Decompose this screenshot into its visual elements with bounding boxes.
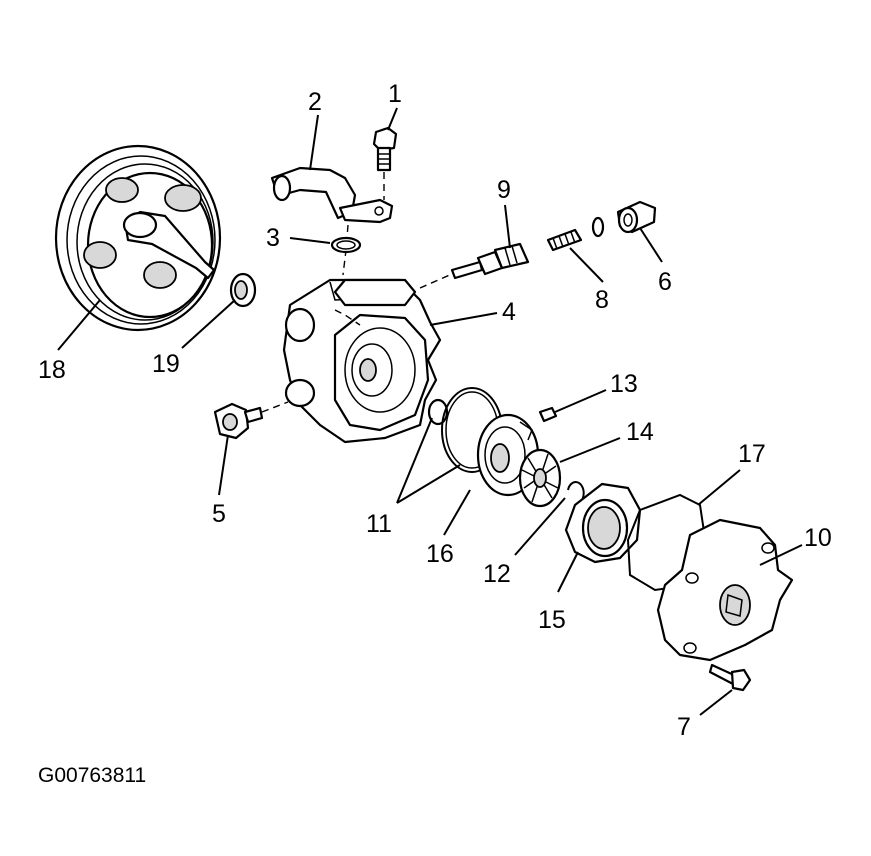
leader-16: [443, 489, 471, 536]
part-8-spring: [546, 216, 605, 252]
leader-18: [57, 299, 101, 351]
callout-6: 6: [658, 268, 672, 296]
part-4-pump-body: [282, 278, 442, 444]
callout-14: 14: [626, 418, 654, 446]
leader-15: [557, 551, 579, 593]
callout-19: 19: [152, 350, 180, 378]
part-7-bolt: [708, 663, 752, 692]
part-6-plug: [616, 200, 657, 234]
part-19-oil-seal: [229, 272, 257, 308]
callout-5: 5: [212, 500, 226, 528]
callout-16: 16: [426, 540, 454, 568]
callout-13: 13: [610, 370, 638, 398]
part-1-bolt: [372, 126, 398, 200]
leader-8: [569, 247, 604, 283]
callout-17: 17: [738, 440, 766, 468]
part-18-pulley: [54, 144, 222, 332]
part-5-pressure-switch: [213, 401, 289, 440]
figure-code: G00763811: [38, 764, 146, 787]
leader-10: [759, 544, 803, 566]
part-9-valve: [419, 242, 530, 289]
part-2-suction-pipe: [270, 166, 394, 276]
callout-8: 8: [595, 286, 609, 314]
part-14-rotor: [518, 448, 562, 508]
leader-14: [559, 437, 621, 463]
callout-11: 11: [366, 510, 392, 538]
callout-3: 3: [266, 224, 280, 252]
callout-2: 2: [308, 88, 322, 116]
callout-12: 12: [483, 560, 511, 588]
part-11-o-rings: [427, 387, 503, 473]
callout-18: 18: [38, 356, 66, 384]
callout-9: 9: [497, 176, 511, 204]
leader-lines: [57, 107, 803, 716]
callout-10: 10: [804, 524, 832, 552]
callout-4: 4: [502, 298, 516, 326]
part-10-rear-cover: [656, 518, 794, 662]
leader-9: [504, 204, 511, 249]
leader-6: [639, 227, 663, 263]
callout-7: 7: [677, 713, 691, 741]
part-13-pin: [538, 406, 558, 423]
leader-11b: [396, 464, 461, 504]
leader-5: [218, 434, 229, 496]
leader-2: [309, 114, 319, 171]
part-3-o-ring: [330, 236, 362, 254]
part-15-cam-ring: [564, 482, 642, 564]
leader-11a: [396, 417, 433, 504]
leader-12: [514, 497, 566, 556]
leader-4: [429, 312, 498, 326]
leader-17: [697, 469, 741, 506]
leader-7: [699, 689, 733, 716]
leader-13: [554, 389, 607, 413]
callout-15: 15: [538, 606, 566, 634]
leader-3: [289, 237, 331, 244]
callout-1: 1: [388, 80, 402, 108]
callout-labels: 1 2 3 4 5 6 7 8 9 10 11 12 13 14 15 16 1…: [38, 80, 832, 741]
leader-1: [387, 107, 398, 131]
leader-19: [181, 299, 236, 349]
